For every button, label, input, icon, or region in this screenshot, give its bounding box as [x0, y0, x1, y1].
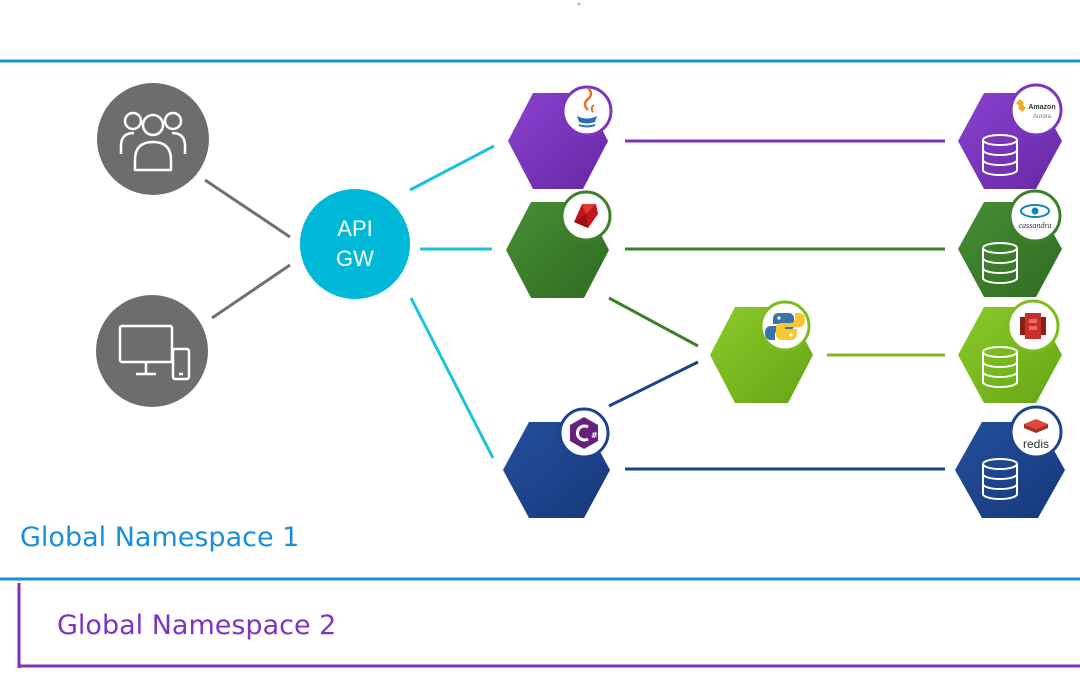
users-icon [119, 111, 187, 172]
database-cylinder-icon [982, 134, 1018, 176]
link-gateway-java [409, 144, 495, 192]
service-java [508, 85, 613, 189]
client-users [97, 83, 209, 195]
desktop-mobile-icon [118, 324, 191, 381]
amazon-aurora-icon: Amazon Aurora [1016, 99, 1056, 120]
service-ruby [506, 190, 612, 298]
link-users-gateway [204, 178, 291, 239]
database-cylinder-icon [982, 346, 1018, 388]
database-aws [958, 299, 1062, 403]
redis-logo-text: redis [1023, 437, 1049, 451]
java-icon [577, 87, 597, 128]
service-csharp: # [503, 407, 610, 518]
namespace-2-label: Global Namespace 2 [57, 610, 337, 641]
csharp-icon: # [570, 417, 598, 449]
gateway-label-line2: GW [336, 246, 374, 271]
database-cylinder-icon [982, 458, 1018, 500]
gateway-label-line1: API [337, 216, 372, 241]
aurora-logo-line1: Amazon [1028, 104, 1055, 111]
api-gateway: API GW [300, 189, 410, 299]
client-devices [96, 295, 208, 407]
database-redis: redis [955, 405, 1065, 518]
link-csharp-python [608, 360, 699, 408]
service-python [710, 300, 813, 403]
link-ruby-python [608, 296, 699, 348]
namespace-1-label: Global Namespace 1 [20, 522, 300, 553]
top-dot [577, 2, 581, 6]
cassandra-logo-text: cassandra [1019, 221, 1052, 230]
database-cylinder-icon [982, 242, 1018, 284]
python-icon [765, 313, 805, 340]
database-cassandra: cassandra [958, 189, 1062, 297]
aws-database-icon [1020, 313, 1046, 339]
link-gateway-csharp [409, 297, 495, 459]
ruby-icon [574, 204, 598, 228]
svg-text:#: # [591, 431, 598, 440]
aurora-logo-line2: Aurora [1033, 114, 1052, 120]
redis-icon: redis [1023, 419, 1049, 451]
link-desktop-gateway [211, 263, 291, 320]
cassandra-icon: cassandra [1019, 204, 1052, 230]
database-aurora: Amazon Aurora [958, 83, 1063, 189]
